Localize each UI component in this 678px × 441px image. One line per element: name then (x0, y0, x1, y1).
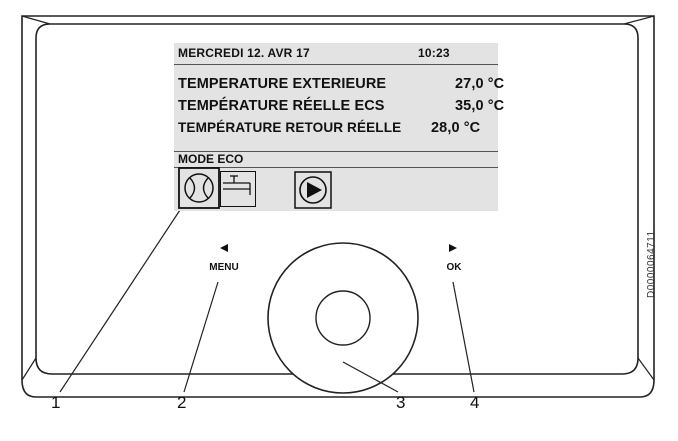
callout-line-4 (452, 281, 475, 393)
callout-line-3 (342, 361, 399, 393)
date-time-line: MERCREDI 12. AVR 17 10:23 (178, 46, 450, 60)
callout-line-1 (59, 209, 181, 393)
dial-center-button[interactable] (315, 290, 371, 346)
corner-line (623, 15, 655, 25)
mode-divider (174, 151, 498, 152)
lcd-display: MERCREDI 12. AVR 17 10:23 TEMPERATURE EX… (174, 43, 504, 211)
temperature-row-outdoor: TEMPERATURE EXTERIEURE 27,0 °C (178, 76, 504, 92)
temperature-row-dhw: TEMPÉRATURE RÉELLE ECS 35,0 °C (178, 98, 504, 114)
row-label: TEMPERATURE EXTERIEURE (178, 76, 387, 92)
callout-3: 3 (396, 393, 406, 412)
row-value: 28,0 °C (431, 120, 481, 136)
corner-line (21, 357, 37, 381)
row-value: 27,0 °C (455, 76, 505, 92)
header-divider (174, 64, 498, 65)
callout-1: 1 (51, 393, 61, 412)
housing-inner (35, 23, 639, 375)
mode-underline (174, 167, 498, 168)
time-text: 10:23 (418, 46, 450, 60)
document-id: D0000064711 (646, 230, 657, 298)
callout-line-2 (183, 281, 219, 393)
row-label: TEMPÉRATURE RETOUR RÉELLE (178, 120, 402, 135)
mode-text: MODE ECO (178, 152, 244, 166)
left-arrow-icon[interactable] (220, 244, 228, 252)
callout-4: 4 (470, 393, 480, 412)
date-text: MERCREDI 12. AVR 17 (178, 46, 310, 60)
temperature-row-return: TEMPÉRATURE RETOUR RÉELLE 28,0 °C (178, 120, 480, 136)
corner-line (21, 15, 51, 25)
row-value: 35,0 °C (455, 98, 505, 114)
right-arrow-icon[interactable] (449, 244, 457, 252)
hot-water-tap-icon (220, 171, 256, 207)
row-label: TEMPÉRATURE RÉELLE ECS (178, 98, 385, 114)
circulation-pump-icon (294, 171, 332, 209)
compressor-icon (178, 167, 220, 209)
corner-line (637, 357, 655, 381)
ok-button-label[interactable]: OK (446, 262, 462, 273)
menu-button-label[interactable]: MENU (209, 262, 239, 273)
callout-2: 2 (177, 393, 187, 412)
housing-outer (21, 15, 655, 398)
